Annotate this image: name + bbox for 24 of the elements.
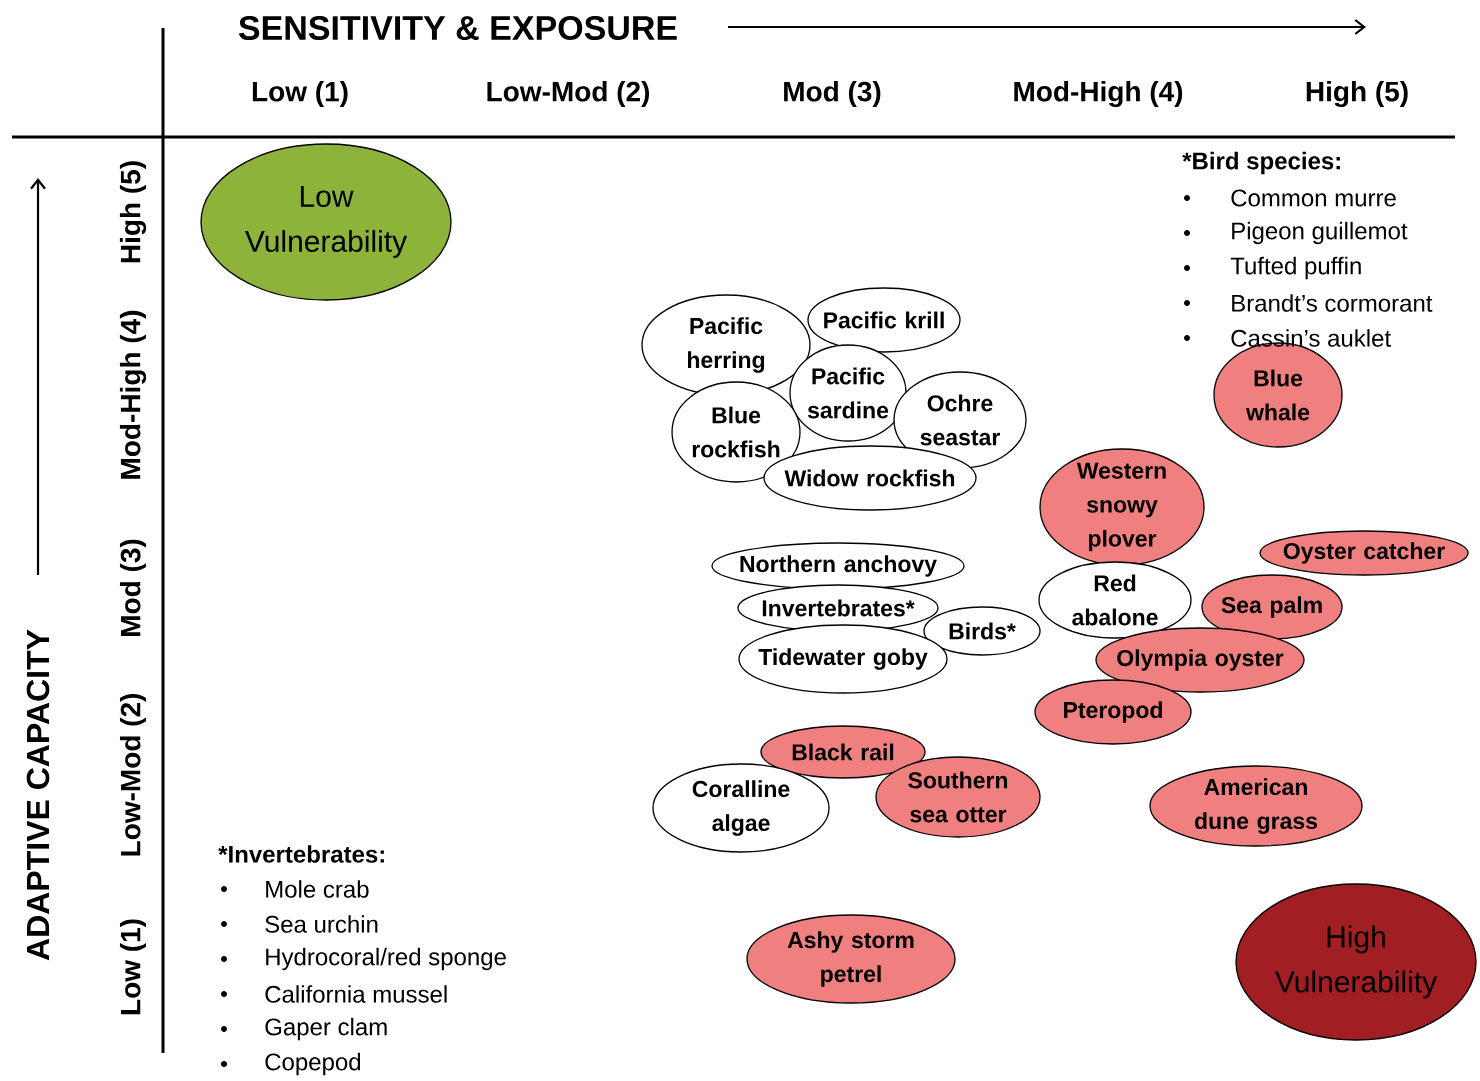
- list-item: Brandt’s cormorant: [1232, 294, 1433, 312]
- axis-tick-label: Mod-High (4): [1014, 80, 1183, 108]
- axis-tick-label: High (5): [119, 161, 147, 263]
- list-item: Common murre: [1231, 189, 1396, 207]
- axis-tick-label: Mod-High (4): [119, 310, 147, 479]
- axis-tick-label: Low-Mod (2): [119, 693, 147, 856]
- axis-title: ADAPTIVE CAPACITY: [26, 629, 50, 961]
- list-item: Tufted puffin: [1230, 256, 1361, 280]
- list-item: Copepod: [265, 1052, 361, 1076]
- list-item: California mussel: [265, 985, 447, 1003]
- list-item: Gaper clam: [265, 1017, 387, 1041]
- list-heading: *Invertebrates:: [218, 845, 384, 863]
- axis-tick-label: Mod (3): [784, 80, 881, 108]
- axis-title: SENSITIVITY & EXPOSURE: [238, 15, 677, 41]
- axis-tick-label: Low (1): [252, 80, 348, 108]
- list-item: Hydrocoral/red sponge: [266, 947, 506, 971]
- axis-tick-label: Mod (3): [119, 539, 147, 636]
- list-item: Pigeon guillemot: [1232, 221, 1408, 245]
- axis-tick-label: High (5): [1306, 80, 1408, 108]
- list-item: Mole crab: [266, 880, 369, 898]
- list-item: Sea urchin: [265, 915, 378, 933]
- axis-tick-label: Low-Mod (2): [487, 80, 650, 108]
- list-heading: *Bird species:: [1182, 151, 1340, 175]
- axis-tick-label: Low (1): [119, 919, 147, 1015]
